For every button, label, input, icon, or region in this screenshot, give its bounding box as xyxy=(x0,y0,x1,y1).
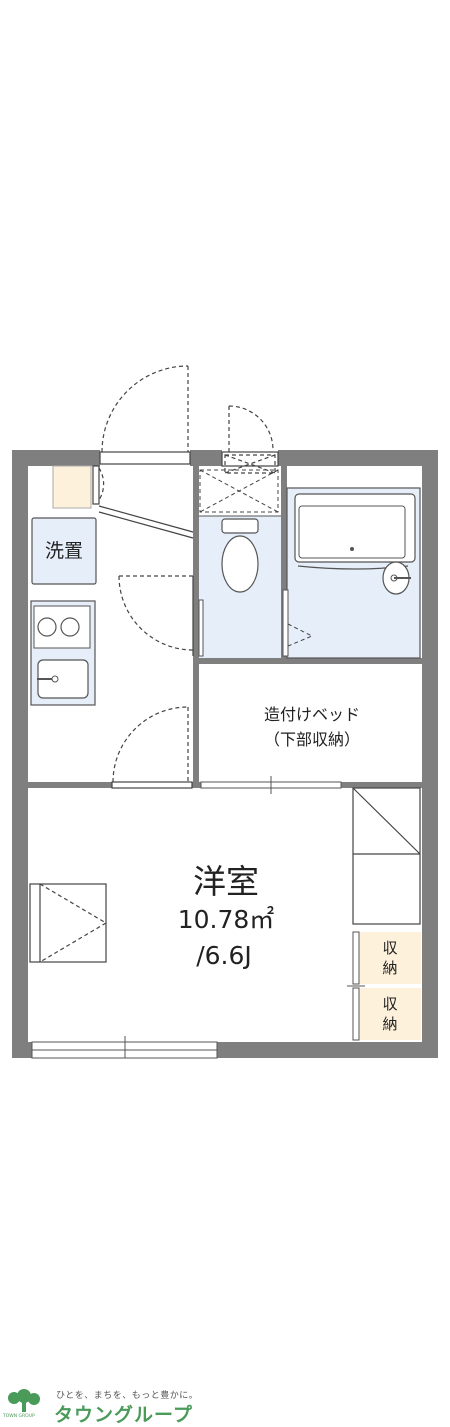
room-size: /6.6J xyxy=(196,941,252,970)
stove-burner-left xyxy=(37,617,57,637)
meter-box-door xyxy=(221,405,279,474)
room-door xyxy=(111,706,193,789)
storage2-label-line1: 収 xyxy=(382,995,397,1013)
toilet-room xyxy=(198,515,281,658)
closet-upper xyxy=(352,787,421,925)
left-storage xyxy=(29,883,107,963)
kitchen-counter xyxy=(30,600,96,706)
room-area: 10.78㎡ xyxy=(178,905,275,934)
washer-label: 洗置 xyxy=(45,540,83,562)
town-group-logo-icon xyxy=(8,1389,40,1412)
bed-label-line2: （下部収納） xyxy=(264,730,360,749)
bathroom xyxy=(282,487,421,659)
entrance-door xyxy=(99,365,191,465)
stove-burner-right xyxy=(60,617,80,637)
storage1-label-line2: 納 xyxy=(382,959,397,977)
storage1-label-line1: 収 xyxy=(382,939,397,957)
storage2-label-line2: 納 xyxy=(382,1015,397,1033)
entry-step xyxy=(92,465,194,539)
entry-cabinet xyxy=(52,465,92,509)
washer-space: 洗置 xyxy=(31,517,97,585)
footer-logo-sub: TOWN GROUP xyxy=(3,1414,35,1419)
main-room: 洋室 10.78㎡ /6.6J xyxy=(178,862,275,970)
footer-brand: タウングループ xyxy=(54,1404,193,1426)
room-name: 洋室 xyxy=(193,862,259,901)
built-in-bed: 造付けベッド （下部収納） xyxy=(200,705,360,794)
interior-walls xyxy=(28,466,422,788)
hall-door xyxy=(118,575,194,656)
bathtub xyxy=(294,493,416,563)
storage-closet-1: 収 納 xyxy=(352,931,421,985)
footer-tagline: ひとを、まちを、もっと豊かに。 xyxy=(56,1391,199,1401)
balcony-window xyxy=(31,1036,218,1059)
shoe-cabinet xyxy=(199,469,279,513)
toilet-bowl xyxy=(221,535,259,593)
bed-label-line1: 造付けベッド xyxy=(264,705,360,724)
toilet-tank xyxy=(221,518,259,534)
storage-closet-2: 収 納 xyxy=(347,985,421,1041)
